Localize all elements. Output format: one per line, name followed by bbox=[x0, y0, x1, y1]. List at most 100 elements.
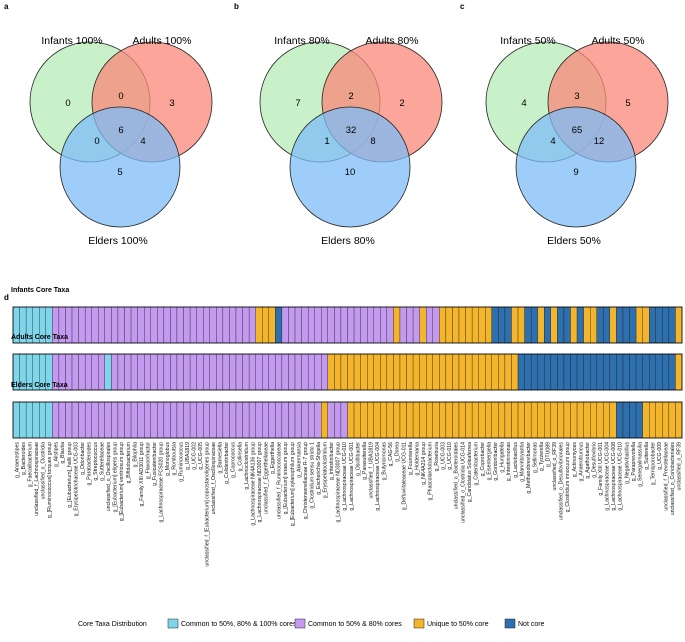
heatmap-cell bbox=[235, 353, 243, 391]
heatmap-cell bbox=[334, 401, 342, 439]
taxon-label: g_[Eubacterium] siraeum group bbox=[283, 442, 289, 514]
heatmap-cell bbox=[78, 401, 86, 439]
heatmap-cell bbox=[616, 353, 624, 391]
heatmap-cell bbox=[117, 353, 125, 391]
heatmap-cell bbox=[563, 306, 571, 344]
heatmap-cell bbox=[216, 401, 224, 439]
taxon-label: g_Romboutsia bbox=[172, 442, 178, 476]
heatmap-cell bbox=[84, 353, 92, 391]
heatmap-cell bbox=[498, 353, 506, 391]
heatmap-cell bbox=[557, 306, 565, 344]
heatmap-cell bbox=[583, 401, 591, 439]
heatmap-cell bbox=[590, 401, 597, 439]
heatmap-cell bbox=[635, 306, 643, 344]
taxon-label: g_Lachnospiraceae UCG-004 bbox=[605, 442, 611, 511]
heatmap-cell bbox=[649, 353, 656, 391]
heatmap-cell bbox=[393, 353, 401, 391]
heatmap-cell bbox=[91, 353, 99, 391]
heatmap-cell bbox=[517, 401, 525, 439]
heatmap-cell bbox=[419, 353, 427, 391]
legend-swatch bbox=[167, 618, 179, 629]
heatmap-cell bbox=[426, 401, 433, 439]
heatmap-cell bbox=[334, 306, 342, 344]
taxon-label: g_Hungatella bbox=[500, 442, 506, 473]
heatmap-cell bbox=[485, 401, 492, 439]
heatmap-cell bbox=[576, 401, 584, 439]
legend-swatch bbox=[413, 618, 425, 629]
heatmap-cell bbox=[275, 401, 283, 439]
heatmap-cell bbox=[570, 353, 578, 391]
taxon-label: unclassified_o_Oscillospirales bbox=[106, 442, 112, 512]
heatmap-cell bbox=[596, 401, 604, 439]
heatmap-cell bbox=[222, 306, 230, 344]
taxon-label: g_Ruminococcus bbox=[178, 442, 184, 482]
taxon-label: g_Lachnospiraceae UCG-008 bbox=[611, 442, 617, 511]
taxon-label: unclassified_f_Eggerthellaceae bbox=[264, 442, 270, 514]
heatmap-cell bbox=[327, 353, 335, 391]
heatmap-cell bbox=[668, 401, 676, 439]
taxon-label: g_Eisenbergiella bbox=[487, 442, 493, 480]
taxon-label: g_[Ruminococcus] torques group bbox=[47, 442, 53, 518]
heatmap-cell bbox=[629, 306, 637, 344]
heatmap-cell bbox=[524, 306, 532, 344]
taxon-label: g_Flavonifractor bbox=[145, 442, 151, 479]
taxon-label: g_Eggerthella bbox=[270, 442, 276, 474]
taxon-label: g_Fournierella bbox=[408, 442, 414, 475]
taxon-label: unclassified_f_Ruminococcaceae bbox=[277, 442, 283, 519]
taxon-label: g_Gordonibacter bbox=[493, 442, 499, 481]
taxon-label: g_Methanobrevibacter bbox=[526, 442, 532, 494]
venn-title-adults: Adults 80% bbox=[365, 35, 418, 47]
row-title-elders: Elders Core Taxa bbox=[11, 382, 68, 389]
heatmap-cell bbox=[144, 401, 151, 439]
heatmap-cell bbox=[84, 401, 92, 439]
heatmap-cell bbox=[144, 353, 151, 391]
taxon-label: g_Clostridium innocuum group bbox=[565, 442, 571, 512]
heatmap-cell bbox=[452, 353, 460, 391]
venn-count-all-three: 6 bbox=[118, 125, 123, 136]
taxon-label: g_Lachnospiraceae UCG-004 bbox=[375, 442, 381, 511]
venn-title-infants: Infants 80% bbox=[274, 35, 329, 47]
venn-count-infants-adults: 3 bbox=[574, 91, 579, 102]
heatmap-cell bbox=[524, 401, 532, 439]
row-frame bbox=[12, 401, 683, 439]
heatmap-cell bbox=[183, 401, 191, 439]
panel-label-b: b bbox=[234, 2, 239, 11]
heatmap-cell bbox=[78, 353, 86, 391]
heatmap-cell bbox=[622, 306, 630, 344]
heatmap-cell bbox=[189, 353, 197, 391]
taxon-label: g_Blautia bbox=[60, 442, 66, 464]
heatmap-cell bbox=[511, 353, 519, 391]
heatmap-cell bbox=[537, 401, 545, 439]
venn-count-all-three: 65 bbox=[572, 125, 583, 136]
taxon-label: unclassified_f_UBA1819 bbox=[368, 442, 374, 499]
heatmap-cell bbox=[432, 353, 440, 391]
heatmap-cell bbox=[439, 401, 447, 439]
heatmap-cell bbox=[196, 306, 204, 344]
heatmap-cell bbox=[380, 353, 388, 391]
heatmap-cell bbox=[386, 353, 394, 391]
heatmap-cell bbox=[255, 401, 263, 439]
heatmap-cell bbox=[52, 401, 60, 439]
taxon-label: g_Lactobacillus bbox=[513, 442, 519, 478]
taxon-label: g_Christensenellaceae R-7 group bbox=[303, 442, 309, 519]
heatmap-cell bbox=[275, 306, 283, 344]
venn-count-infants-elders: 1 bbox=[324, 136, 329, 147]
heatmap-cell bbox=[163, 353, 171, 391]
heatmap-cell bbox=[314, 306, 322, 344]
heatmap-cell bbox=[635, 401, 643, 439]
heatmap-cell bbox=[262, 401, 269, 439]
heatmap-cell bbox=[176, 353, 184, 391]
heatmap-cell bbox=[130, 401, 138, 439]
taxon-label: g_Catenibacterium bbox=[473, 442, 479, 486]
taxon-label: g_Akkermansia bbox=[296, 442, 302, 478]
heatmap-cell bbox=[380, 306, 388, 344]
heatmap-cell bbox=[511, 401, 519, 439]
heatmap-cell bbox=[209, 353, 217, 391]
legend-label: Not core bbox=[518, 621, 545, 628]
heatmap-cell bbox=[71, 401, 79, 439]
taxon-label: g_Negativibacillus bbox=[624, 442, 630, 484]
venn-count-elders-only: 5 bbox=[117, 167, 122, 178]
heatmap-cell bbox=[458, 401, 466, 439]
heatmap-cell bbox=[124, 353, 132, 391]
heatmap-cell bbox=[452, 401, 460, 439]
